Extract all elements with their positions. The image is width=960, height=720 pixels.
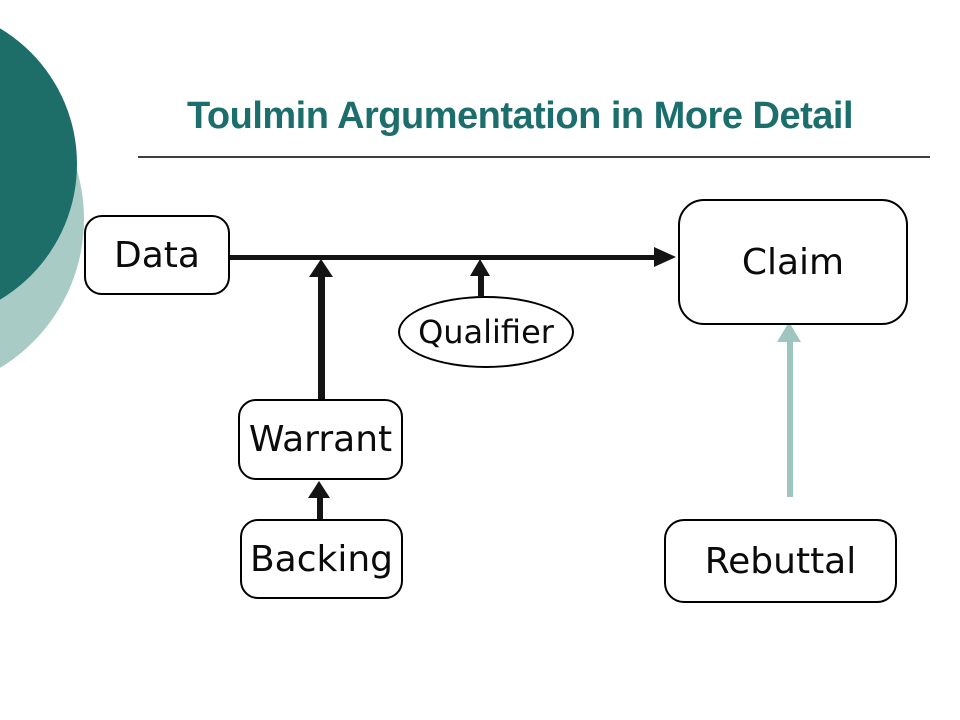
node-claim-label: Claim [741, 241, 845, 283]
arrow-data-to-claim-line [230, 255, 658, 260]
arrow-warrant-to-line-head [309, 259, 333, 277]
node-claim: Claim [678, 199, 908, 325]
arrow-warrant-to-line-shaft [318, 275, 325, 399]
arrow-data-to-claim-head [654, 247, 676, 267]
node-qualifier-label: Qualifier [418, 313, 554, 351]
arrow-rebuttal-to-claim-shaft [787, 341, 793, 497]
node-warrant-label: Warrant [248, 419, 393, 460]
arrow-qualifier-to-line-shaft [478, 274, 484, 296]
node-qualifier: Qualifier [398, 296, 574, 368]
arrow-rebuttal-to-claim-head [777, 322, 801, 342]
arrow-backing-to-warrant-head [308, 481, 330, 498]
node-data-label: Data [114, 234, 200, 276]
arrow-qualifier-to-line-head [470, 259, 490, 276]
title-underline [138, 156, 930, 158]
node-warrant: Warrant [238, 399, 403, 480]
node-data: Data [84, 215, 230, 295]
node-backing-label: Backing [249, 538, 394, 580]
node-backing: Backing [240, 519, 403, 599]
node-rebuttal: Rebuttal [664, 519, 897, 603]
slide-title: Toulmin Argumentation in More Detail [187, 95, 854, 137]
arrow-backing-to-warrant-shaft [317, 497, 323, 519]
node-rebuttal-label: Rebuttal [704, 540, 857, 582]
